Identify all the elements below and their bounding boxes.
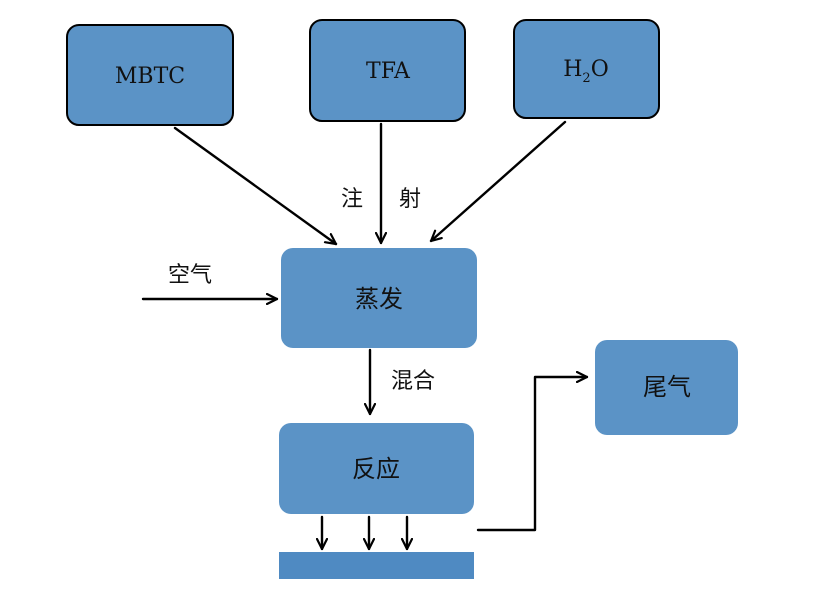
evaporate-label: 蒸发 xyxy=(355,285,403,313)
exhaust-box xyxy=(595,340,738,435)
mbtc-label: MBTC xyxy=(115,64,185,89)
mbtc-source: MBTC xyxy=(66,24,234,126)
inject-label-right: 射 xyxy=(399,187,421,212)
h2o-inject-arrow xyxy=(429,120,567,243)
h2o-tail: O xyxy=(591,57,609,82)
exhaust-step: 尾气 xyxy=(595,340,738,435)
tfa-box xyxy=(309,19,466,122)
exhaust-arrow xyxy=(476,377,589,532)
h2o-box xyxy=(513,19,660,119)
react-label: 反应 xyxy=(352,455,400,483)
exhaust-label: 尾气 xyxy=(643,373,691,401)
substrate xyxy=(279,552,474,579)
mix-label: 混合 xyxy=(391,369,435,394)
h2o-source: H2O xyxy=(513,19,660,119)
h2o-base: H xyxy=(563,57,582,82)
mbtc-box xyxy=(66,24,234,126)
evaporate-step: 蒸发 xyxy=(281,248,477,348)
h2o-label: H2O xyxy=(563,57,609,86)
react-box xyxy=(279,423,474,514)
inject-label-left: 注 xyxy=(341,187,363,212)
air-label: 空气 xyxy=(168,263,212,288)
tfa-label: TFA xyxy=(366,59,411,84)
h2o-subscript: 2 xyxy=(582,71,590,86)
mbtc-inject-arrow xyxy=(173,126,338,246)
react-step: 反应 xyxy=(279,423,474,514)
evaporate-box xyxy=(281,248,477,348)
tfa-source: TFA xyxy=(309,19,466,122)
